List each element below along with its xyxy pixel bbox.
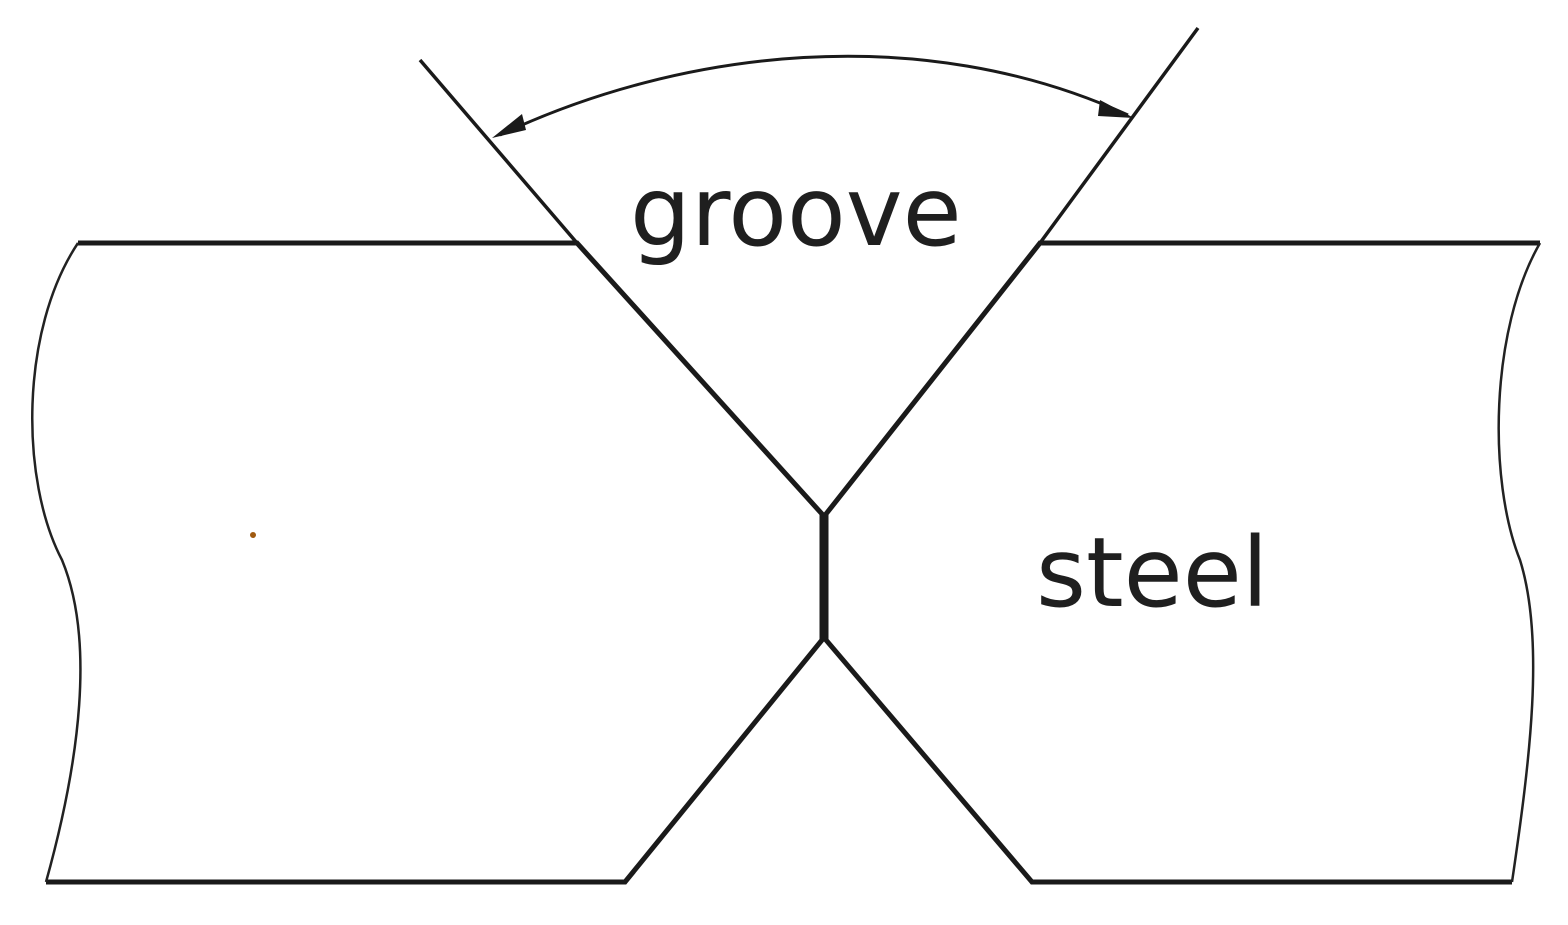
left-angle-extension-line — [418, 58, 579, 245]
groove-label: groove — [630, 156, 962, 268]
right-plate-break-line — [1497, 242, 1542, 883]
steel-label: steel — [1036, 517, 1268, 629]
left-steel-plate — [31, 240, 825, 885]
right-angle-extension-line — [1038, 26, 1200, 245]
left-plate-break-line — [31, 242, 82, 883]
right-plate-edges — [823, 240, 1540, 885]
right-arrowhead-icon — [1098, 100, 1134, 118]
left-plate-edges — [46, 240, 825, 885]
stray-dot — [250, 532, 256, 538]
groove-angle-dimension — [492, 54, 1134, 138]
right-steel-plate — [823, 240, 1542, 885]
groove-angle-arc — [499, 54, 1129, 137]
left-arrowhead-icon — [492, 114, 526, 138]
